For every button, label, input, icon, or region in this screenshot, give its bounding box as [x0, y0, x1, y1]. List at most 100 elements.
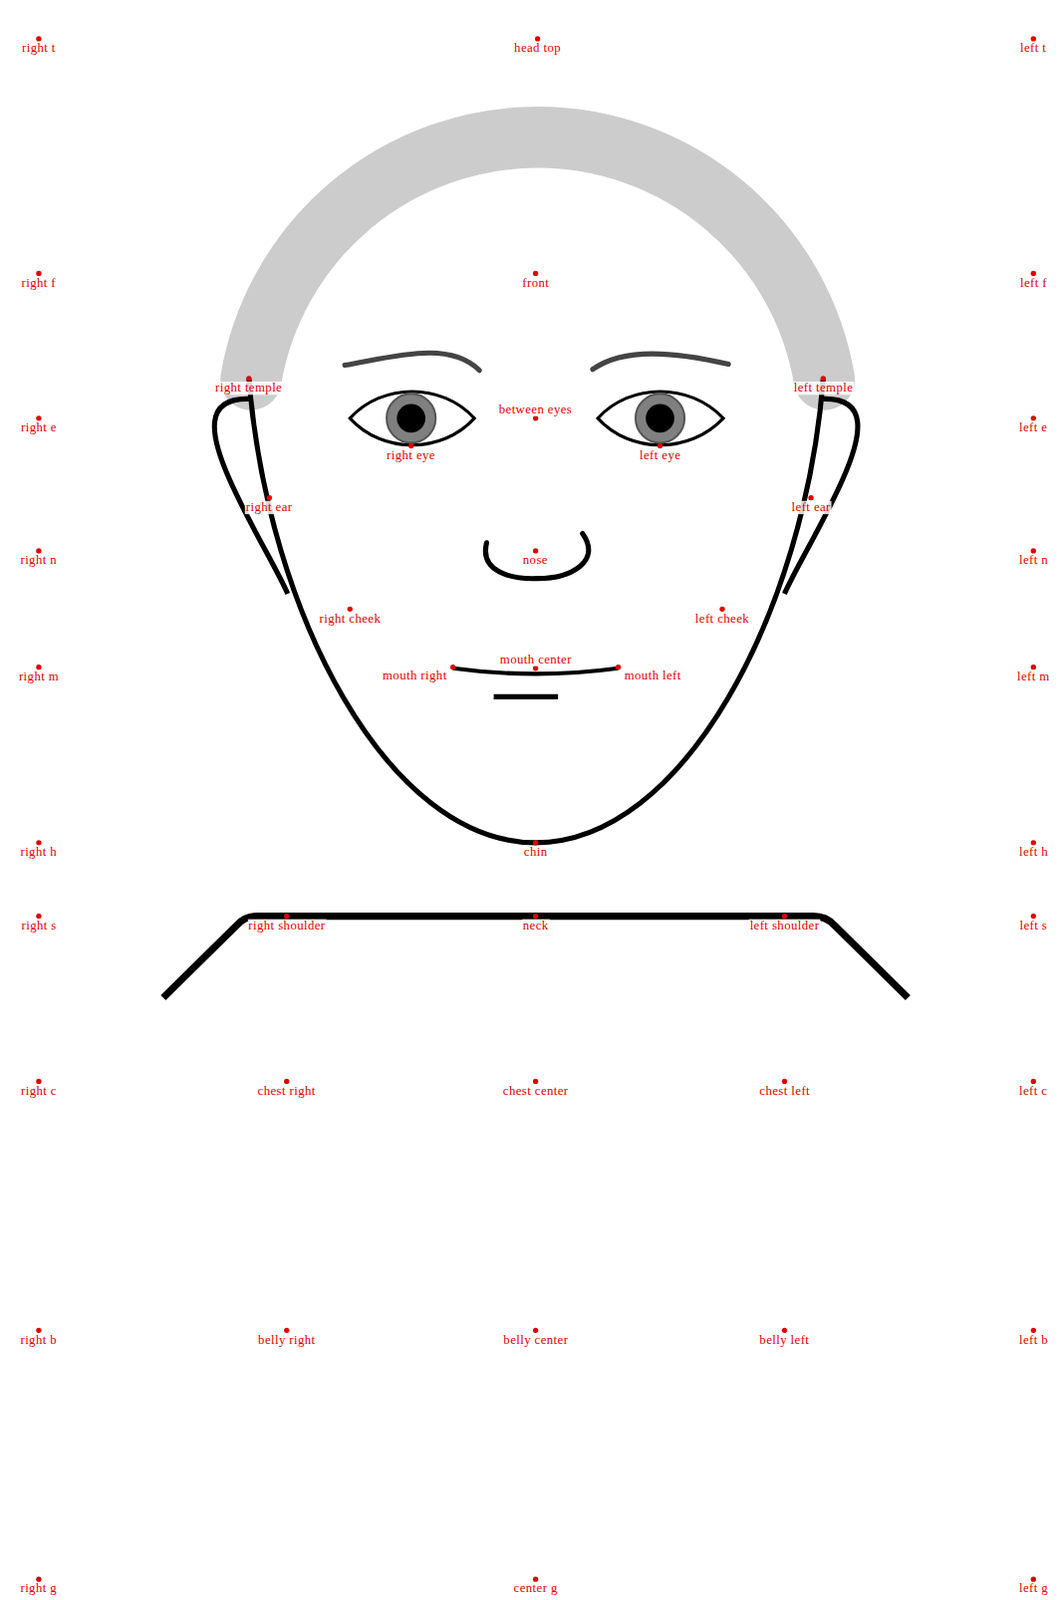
- point-label: right temple: [214, 381, 283, 395]
- point-dot: [782, 913, 788, 919]
- point-dot: [450, 664, 456, 670]
- point-dot: [408, 443, 414, 449]
- point-label: left f: [1019, 276, 1049, 290]
- point-label: right n: [18, 553, 58, 567]
- point-dot: [35, 1576, 41, 1582]
- point-label: left temple: [793, 381, 855, 395]
- point-dot: [532, 839, 538, 845]
- lower-lip-line: [494, 694, 559, 700]
- shoulder-line: [163, 916, 909, 999]
- point-dot: [532, 1576, 538, 1582]
- point-label: right ear: [245, 501, 294, 515]
- point-dot: [1031, 1078, 1037, 1084]
- point-dot: [283, 913, 289, 919]
- point-label: belly center: [502, 1332, 569, 1346]
- point-label: left c: [1018, 1084, 1049, 1098]
- point-dot: [35, 839, 41, 845]
- point-dot: [534, 35, 540, 41]
- point-label: right b: [18, 1332, 58, 1346]
- point-label: right h: [18, 845, 58, 859]
- point-dot: [1031, 35, 1037, 41]
- point-label: belly right: [257, 1332, 317, 1346]
- point-label: mouth left: [623, 669, 683, 683]
- point-label: left cheek: [694, 611, 751, 625]
- point-dot: [1031, 913, 1037, 919]
- point-dot: [35, 1078, 41, 1084]
- point-dot: [35, 415, 41, 421]
- point-label: chest center: [502, 1084, 570, 1098]
- left-pupil: [645, 404, 675, 434]
- point-dot: [807, 495, 813, 501]
- point-dot: [1031, 547, 1037, 553]
- point-label: chest right: [257, 1084, 317, 1098]
- point-label: center g: [513, 1582, 559, 1595]
- left-eyebrow: [592, 353, 729, 370]
- point-dot: [719, 606, 725, 612]
- point-dot: [532, 665, 538, 671]
- left-eye-shape: [597, 391, 724, 446]
- point-markers: [35, 35, 1037, 1583]
- face-outline: [249, 378, 824, 843]
- point-label: front: [521, 276, 550, 290]
- point-dot: [657, 443, 663, 449]
- point-dot: [532, 547, 538, 553]
- right-eyebrow: [344, 352, 480, 370]
- point-label: belly left: [758, 1332, 810, 1346]
- point-label: right s: [19, 919, 57, 933]
- point-dot: [35, 913, 41, 919]
- point-dot: [532, 913, 538, 919]
- point-label: right f: [19, 276, 57, 290]
- point-dot: [347, 606, 353, 612]
- point-label: left h: [1018, 845, 1050, 859]
- point-label: right c: [19, 1084, 58, 1098]
- point-dot: [615, 664, 621, 670]
- point-label: right cheek: [317, 611, 382, 625]
- left-iris: [635, 393, 685, 443]
- point-label: left shoulder: [749, 919, 821, 933]
- right-iris: [386, 393, 436, 443]
- point-label: right m: [17, 670, 60, 684]
- point-label: left t: [1019, 41, 1048, 55]
- point-label: left g: [1018, 1582, 1050, 1595]
- point-dot: [1031, 1576, 1037, 1582]
- point-dot: [1031, 270, 1037, 276]
- point-dot: [35, 35, 41, 41]
- hair-band: [251, 137, 824, 380]
- point-label: right g: [18, 1582, 58, 1595]
- point-label: right shoulder: [247, 919, 326, 933]
- right-eye-shape: [349, 391, 475, 446]
- point-dot: [1031, 839, 1037, 845]
- point-dot: [1031, 1327, 1037, 1333]
- point-dot: [532, 270, 538, 276]
- point-dot: [283, 1078, 289, 1084]
- point-label: head top: [513, 41, 562, 55]
- point-label: between eyes: [498, 402, 574, 416]
- point-dot: [246, 375, 252, 381]
- point-dot: [35, 547, 41, 553]
- point-label: left n: [1018, 553, 1050, 567]
- point-label: right t: [20, 41, 57, 55]
- right-pupil: [396, 404, 426, 434]
- point-dot: [532, 1327, 538, 1333]
- point-dot: [532, 1078, 538, 1084]
- point-label: left eye: [638, 449, 682, 463]
- point-dot: [820, 375, 826, 381]
- point-label: right eye: [385, 449, 437, 463]
- point-dot: [782, 1078, 788, 1084]
- point-dot: [35, 270, 41, 276]
- point-label: chin: [523, 845, 549, 859]
- point-dot: [532, 415, 538, 421]
- point-dot: [1031, 664, 1037, 670]
- point-label: chest left: [758, 1084, 811, 1098]
- point-dot: [35, 664, 41, 670]
- point-dot: [266, 495, 272, 501]
- point-label: left e: [1018, 421, 1049, 435]
- point-label: left s: [1018, 919, 1049, 933]
- point-label: left m: [1016, 670, 1052, 684]
- left-ear-outline: [784, 398, 858, 594]
- point-label: left ear: [791, 501, 832, 515]
- point-label: nose: [522, 553, 549, 567]
- point-label: neck: [522, 919, 550, 933]
